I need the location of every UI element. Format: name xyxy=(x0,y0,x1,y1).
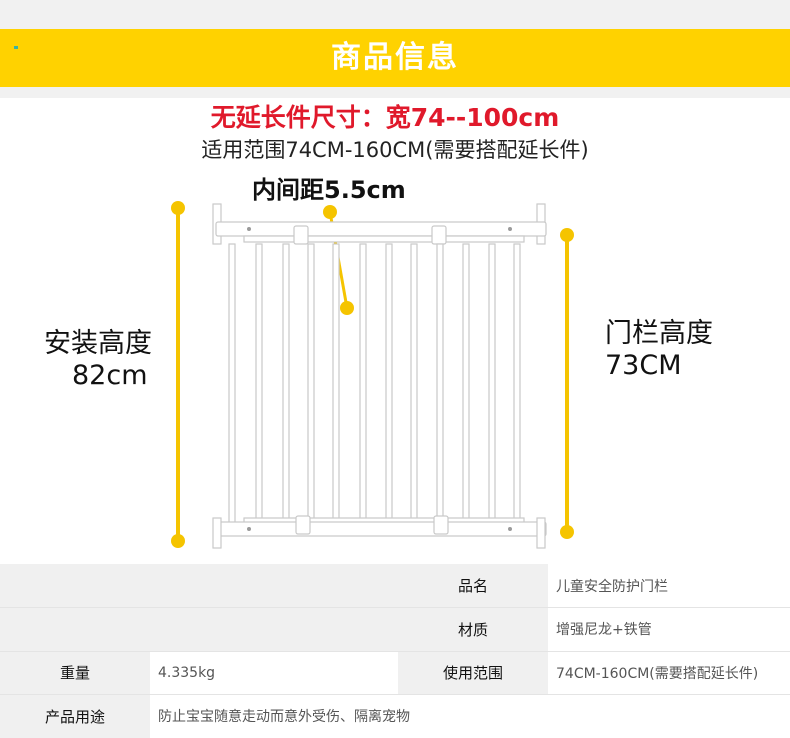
spec-value-weight: 4.335kg xyxy=(150,651,398,695)
spec-key xyxy=(0,607,150,652)
table-row: 材质 增强尼龙+铁管 xyxy=(0,607,790,652)
gate-frame xyxy=(212,203,547,549)
spec-key-purpose: 产品用途 xyxy=(0,694,150,738)
gate-screws xyxy=(247,227,512,531)
decorative-dot xyxy=(14,46,18,49)
gate-height-dimension xyxy=(560,228,574,539)
spec-value-usage-range: 74CM-160CM(需要搭配延长件) xyxy=(548,651,790,695)
safety-gate-illustration xyxy=(171,201,574,549)
spec-key-product-name: 品名 xyxy=(398,564,548,608)
spec-value-purpose: 防止宝宝随意走动而意外受伤、隔离宠物 xyxy=(150,694,790,738)
table-row: 重量 4.335kg 使用范围 74CM-160CM(需要搭配延长件) xyxy=(0,651,790,695)
install-height-label: 安装高度 82cm xyxy=(44,328,152,392)
spec-key-material: 材质 xyxy=(398,607,548,652)
fit-range-note: 适用范围74CM-160CM(需要搭配延长件) xyxy=(201,138,589,162)
install-height-title: 安装高度 xyxy=(44,328,152,359)
header-bar xyxy=(0,29,790,87)
gate-height-value: 73CM xyxy=(605,350,682,381)
table-row: 产品用途 防止宝宝随意走动而意外受伤、隔离宠物 xyxy=(0,694,790,738)
spec-value xyxy=(150,564,398,608)
page-title: 商品信息 xyxy=(331,40,459,75)
gate-height-label: 门栏高度 73CM xyxy=(605,318,713,382)
spec-key xyxy=(0,564,150,608)
spec-table: 品名 儿童安全防护门栏 材质 增强尼龙+铁管 重量 4.335kg 使用范围 7… xyxy=(0,564,790,738)
gate-height-title: 门栏高度 xyxy=(605,318,713,349)
extension-size-note: 无延长件尺寸：宽74--100cm xyxy=(210,103,560,132)
install-height-dimension xyxy=(171,201,185,548)
bar-spacing-label: 内间距5.5cm xyxy=(252,176,406,204)
table-row: 品名 儿童安全防护门栏 xyxy=(0,564,790,608)
spec-value xyxy=(150,607,398,652)
spec-value-product-name: 儿童安全防护门栏 xyxy=(548,564,790,608)
spec-key-weight: 重量 xyxy=(0,651,150,695)
spec-key-usage-range: 使用范围 xyxy=(398,651,548,695)
install-height-value: 82cm xyxy=(72,360,148,391)
spec-value-material: 增强尼龙+铁管 xyxy=(548,607,790,652)
